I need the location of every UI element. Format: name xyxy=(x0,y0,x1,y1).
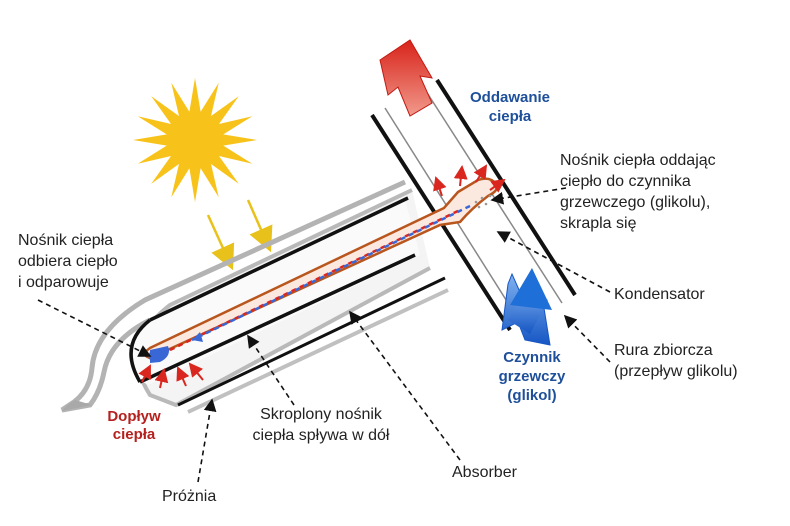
sunlight-arrows xyxy=(206,199,273,271)
header-pipe-label: Rura zbiorcza (przepływ glikolu) xyxy=(614,342,738,380)
condenser-label: Kondensator xyxy=(614,286,705,303)
sun-icon xyxy=(133,78,257,202)
heat-inflow-label: Dopływ ciepła xyxy=(107,408,161,443)
vacuum-label: Próżnia xyxy=(162,488,217,505)
absorber-label: Absorber xyxy=(452,464,517,481)
heat-release-label: Oddawanie ciepła xyxy=(469,89,551,125)
heat-inflow-arrows xyxy=(138,362,204,389)
condensation-label: Nośnik ciepła oddając ciepło do czynnika… xyxy=(560,152,716,232)
leader-lines xyxy=(37,187,611,483)
glycol-in-arrow-icon xyxy=(501,268,552,346)
heat-out-arrow-icon xyxy=(379,39,433,117)
condenser-heat-arrows xyxy=(433,164,506,197)
glycol-label: Czynnik grzewczy (glikol) xyxy=(498,349,566,404)
evaporation-label: Nośnik ciepła odbiera ciepło i odparowuj… xyxy=(18,232,118,291)
condensate-label: Skroplony nośnik ciepła spływa w dół xyxy=(252,406,390,444)
